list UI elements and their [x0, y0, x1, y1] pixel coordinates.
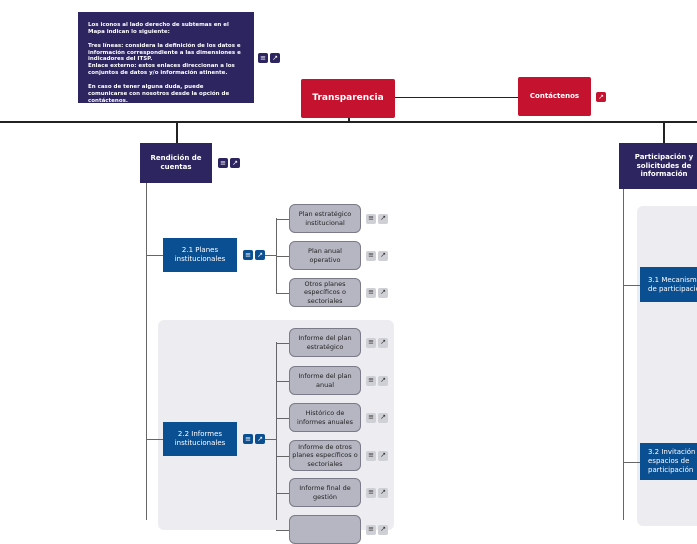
notes-icon[interactable]: ≡ [366, 524, 376, 535]
external-link-icon[interactable]: ↗ [378, 450, 388, 461]
external-link-icon[interactable]: ↗ [255, 434, 265, 444]
legend-note: Los iconos al lado derecho de subtemas e… [78, 12, 254, 104]
external-link-icon[interactable]: ↗ [378, 375, 388, 386]
leaf-node[interactable]: Informe de otros planes específicos o se… [289, 440, 361, 471]
connector [348, 116, 350, 122]
external-link-icon[interactable]: ↗ [378, 487, 388, 498]
leaf-node[interactable]: Otros planes específicos o sectoriales [289, 278, 361, 307]
external-link-icon[interactable]: ↗ [596, 92, 606, 102]
external-link-icon[interactable]: ↗ [378, 287, 388, 298]
notes-icon[interactable]: ≡ [366, 412, 376, 423]
leaf-node[interactable]: Plan estratégico institucional [289, 204, 361, 233]
external-link-icon[interactable]: ↗ [270, 53, 280, 63]
external-link-icon[interactable]: ↗ [255, 250, 265, 260]
branch-participacion[interactable]: Participación y solicitudes de informaci… [619, 143, 697, 189]
leaf-node[interactable]: Informe del plan estratégico [289, 328, 361, 357]
sub-informes-institucionales[interactable]: 2.2 Informes institucionales [163, 422, 237, 456]
notes-icon[interactable]: ≡ [366, 250, 376, 261]
connector [146, 183, 147, 520]
branch-rendicion-de-cuentas[interactable]: Rendición de cuentas [140, 143, 212, 183]
connector [176, 122, 178, 143]
contact-node[interactable]: Contáctenos [518, 77, 591, 116]
external-link-icon[interactable]: ↗ [378, 213, 388, 224]
notes-icon[interactable]: ≡ [366, 375, 376, 386]
external-link-icon[interactable]: ↗ [230, 158, 240, 168]
external-link-icon[interactable]: ↗ [378, 412, 388, 423]
notes-icon[interactable]: ≡ [218, 158, 228, 168]
leaf-node[interactable]: Plan anual operativo [289, 241, 361, 270]
notes-icon[interactable]: ≡ [258, 53, 268, 63]
notes-icon[interactable]: ≡ [243, 434, 253, 444]
notes-icon[interactable]: ≡ [366, 337, 376, 348]
external-link-icon[interactable]: ↗ [378, 524, 388, 535]
leaf-node[interactable]: Informe del plan anual [289, 366, 361, 395]
notes-icon[interactable]: ≡ [366, 450, 376, 461]
external-link-icon[interactable]: ↗ [378, 250, 388, 261]
notes-icon[interactable]: ≡ [243, 250, 253, 260]
notes-icon[interactable]: ≡ [366, 487, 376, 498]
connector [395, 97, 518, 98]
leaf-node[interactable] [289, 515, 361, 544]
external-link-icon[interactable]: ↗ [378, 337, 388, 348]
connector [663, 122, 665, 143]
sub-planes-institucionales[interactable]: 2.1 Planes institucionales [163, 238, 237, 272]
sub-mecanismos-participacion[interactable]: 3.1 Mecanismos de participación [640, 267, 697, 302]
root-node-transparencia[interactable]: Transparencia [301, 79, 395, 118]
notes-icon[interactable]: ≡ [366, 213, 376, 224]
connector [0, 121, 697, 123]
leaf-node[interactable]: Histórico de informes anuales [289, 403, 361, 432]
notes-icon[interactable]: ≡ [366, 287, 376, 298]
sub-invitacion-espacios[interactable]: 3.2 Invitación a espacios de participaci… [640, 443, 697, 480]
leaf-node[interactable]: Informe final de gestión [289, 478, 361, 507]
